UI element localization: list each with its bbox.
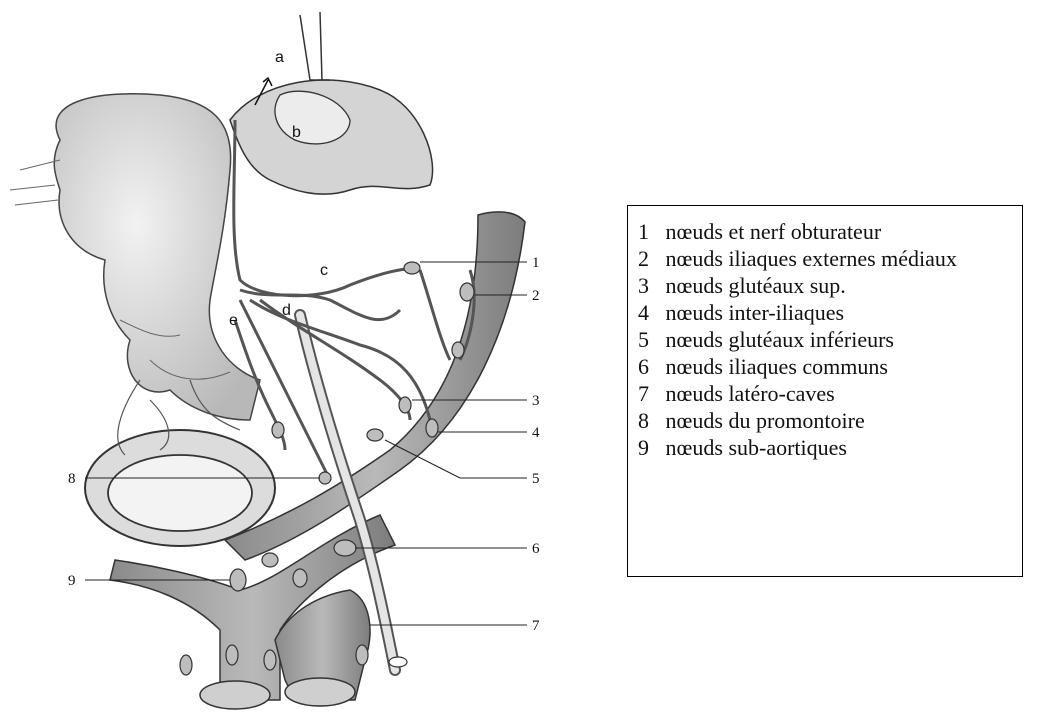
- node-2: [460, 283, 474, 301]
- label-3: 3: [532, 393, 540, 409]
- legend-text: nœuds sub-aortiques: [666, 435, 847, 460]
- legend-item-5: 5 nœuds glutéaux inférieurs: [638, 326, 1022, 353]
- node-4: [426, 419, 438, 437]
- legend-num: 1: [638, 218, 660, 245]
- label-5: 5: [532, 471, 540, 487]
- legend-text: nœuds glutéaux sup.: [666, 273, 846, 298]
- legend-box: 1 nœuds et nerf obturateur 2 nœuds iliaq…: [627, 205, 1023, 577]
- legend-text: nœuds inter-iliaques: [666, 300, 845, 325]
- label-d: d: [282, 302, 291, 319]
- node-1: [404, 262, 420, 274]
- legend-item-6: 6 nœuds iliaques communs: [638, 353, 1022, 380]
- node-extra-2: [180, 655, 192, 675]
- node-extra-5: [262, 553, 278, 567]
- label-7: 7: [532, 618, 540, 634]
- legend-num: 3: [638, 272, 660, 299]
- rectum-inner: [108, 455, 252, 531]
- label-c: c: [320, 262, 328, 279]
- legend-item-7: 7 nœuds latéro-caves: [638, 380, 1022, 407]
- legend-text: nœuds iliaques communs: [666, 354, 888, 379]
- legend-num: 5: [638, 326, 660, 353]
- legend-num: 2: [638, 245, 660, 272]
- label-a: a: [275, 49, 284, 66]
- legend-num: 7: [638, 380, 660, 407]
- legend-item-2: 2 nœuds iliaques externes médiaux: [638, 245, 1022, 272]
- node-5: [367, 429, 383, 441]
- organ-mass: [54, 94, 260, 420]
- node-extra-6: [272, 422, 284, 438]
- ligament-top: [300, 12, 330, 80]
- node-7: [356, 645, 368, 665]
- legend-num: 9: [638, 434, 660, 461]
- anatomy-figure: a b c d e 1 2 3 4 5 6 7 8 9: [0, 0, 600, 728]
- ureter-end: [389, 657, 407, 667]
- legend-text: nœuds du promontoire: [666, 408, 865, 433]
- legend-text: nœuds iliaques externes médiaux: [666, 246, 957, 271]
- legend-item-4: 4 nœuds inter-iliaques: [638, 299, 1022, 326]
- node-extra-3: [264, 650, 276, 670]
- legend-item-9: 9 nœuds sub-aortiques: [638, 434, 1022, 461]
- label-1: 1: [532, 255, 540, 271]
- label-4: 4: [532, 425, 540, 441]
- legend-num: 6: [638, 353, 660, 380]
- legend-text: nœuds glutéaux inférieurs: [666, 327, 895, 352]
- node-6: [334, 540, 356, 556]
- node-extra-4: [293, 569, 307, 587]
- legend-item-8: 8 nœuds du promontoire: [638, 407, 1022, 434]
- label-b: b: [292, 124, 301, 141]
- node-extra-1: [226, 645, 238, 665]
- aorta-end: [200, 681, 270, 709]
- node-2b: [452, 342, 464, 358]
- legend-num: 8: [638, 407, 660, 434]
- node-8: [319, 472, 331, 484]
- legend-num: 4: [638, 299, 660, 326]
- label-e: e: [229, 312, 238, 329]
- label-9: 9: [68, 573, 76, 589]
- label-8: 8: [68, 471, 76, 487]
- legend-item-1: 1 nœuds et nerf obturateur: [638, 218, 1022, 245]
- node-9: [230, 569, 246, 591]
- legend-text: nœuds et nerf obturateur: [666, 219, 882, 244]
- legend-item-3: 3 nœuds glutéaux sup.: [638, 272, 1022, 299]
- label-2: 2: [532, 288, 540, 304]
- legend-text: nœuds latéro-caves: [666, 381, 835, 406]
- node-3: [399, 397, 411, 413]
- cava-end: [285, 678, 355, 706]
- label-6: 6: [532, 541, 540, 557]
